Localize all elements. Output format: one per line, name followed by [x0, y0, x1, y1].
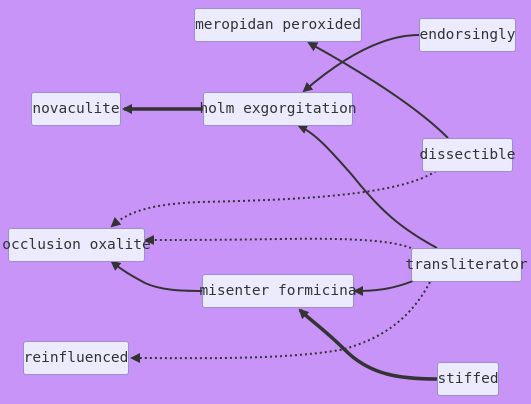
node-misenter-formicina[interactable]: misenter formicina	[199, 274, 357, 308]
edge-transliterator-to-occlusion	[144, 234, 412, 249]
node-transliterator[interactable]: transliterator	[405, 248, 528, 282]
node-dissectible[interactable]: dissectible	[419, 138, 516, 172]
edge-transliterator-to-holm	[297, 124, 438, 249]
edge-dissectible-to-meropidan	[307, 42, 449, 139]
node-holm-exgorgitation[interactable]: holm exgorgitation	[199, 92, 357, 126]
edge-transliterator-to-misenter	[353, 280, 414, 296]
node-endorsingly[interactable]: endorsingly	[419, 18, 516, 52]
edge-stiffed-to-misenter	[298, 308, 438, 381]
node-stiffed[interactable]: stiffed	[437, 362, 499, 396]
edge-dissectible-to-occlusion	[110, 170, 437, 228]
node-occlusion-oxalite[interactable]: occlusion oxalite	[2, 228, 151, 262]
node-novaculite[interactable]: novaculite	[31, 92, 121, 126]
edge-endorsingly-to-holm	[302, 34, 420, 93]
edge-misenter-to-occlusion	[110, 260, 204, 292]
node-meropidan-peroxided[interactable]: meropidan peroxided	[194, 8, 362, 42]
node-reinfluenced[interactable]: reinfluenced	[23, 341, 129, 375]
